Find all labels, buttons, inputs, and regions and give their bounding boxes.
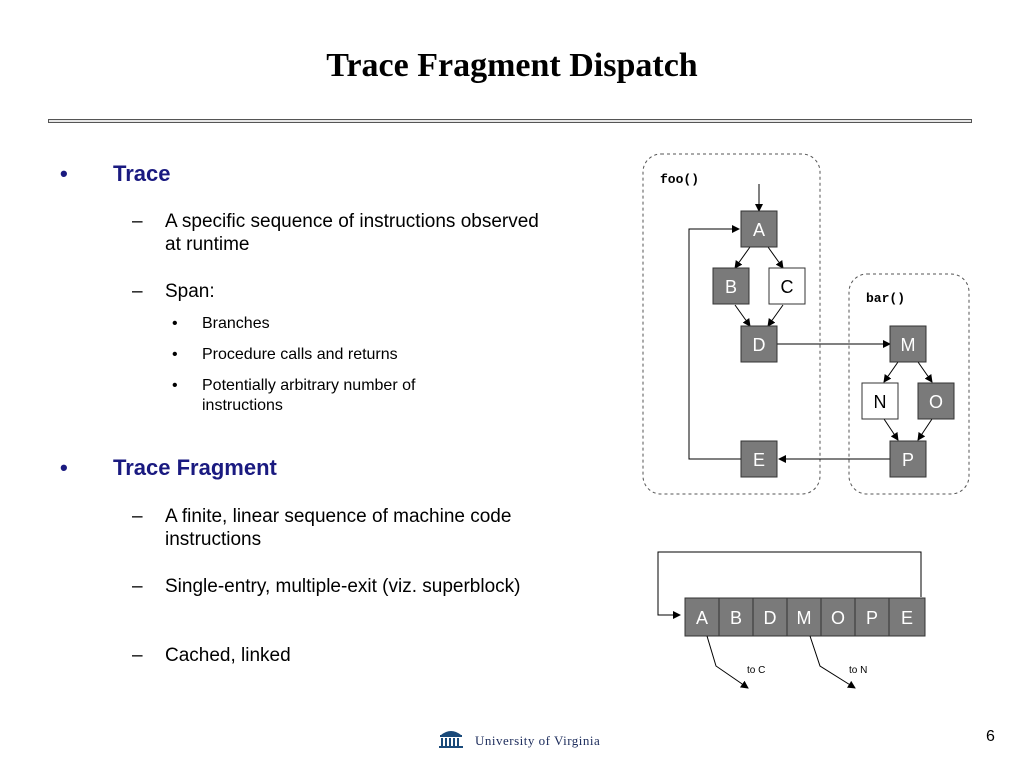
fragment-cached-text: Cached, linked (165, 645, 291, 666)
flow-nodes: A B C D E M N O (712, 210, 955, 478)
dash-glyph: – (132, 645, 143, 666)
node-n: N (861, 382, 899, 420)
slide-title: Trace Fragment Dispatch (326, 47, 698, 84)
edge-m-o (917, 361, 933, 383)
university-name: University of Virginia (475, 733, 601, 748)
node-d-label: D (753, 335, 766, 355)
edge-n-p (883, 418, 899, 441)
flow-edges (688, 184, 933, 463)
trace-fragment-strip: A B D M O P E to C to N (657, 551, 926, 689)
node-a-label: A (753, 220, 765, 240)
foo-region (642, 153, 821, 495)
node-c-label: C (781, 277, 794, 297)
node-b: B (712, 267, 750, 305)
exit-edge-to-n (809, 635, 856, 689)
fragment-block (854, 597, 890, 637)
node-p-label: P (902, 450, 914, 470)
node-m: M (889, 325, 927, 363)
edge-c-d (767, 304, 784, 327)
node-d: D (740, 325, 778, 363)
node-o: O (917, 382, 955, 420)
bullet-glyph: • (60, 161, 68, 186)
fragment-block (684, 597, 720, 637)
node-p: P (889, 440, 927, 478)
exit-edge-to-c (706, 635, 749, 689)
page-number: 6 (986, 728, 995, 745)
node-b-label: B (725, 277, 737, 297)
fragment-block-label: D (764, 608, 777, 628)
bullet-glyph: • (172, 377, 178, 394)
edge-a-b (734, 246, 751, 269)
node-o-label: O (929, 392, 943, 412)
edge-o-p (917, 418, 933, 441)
exit-label-to-n: to N (849, 665, 867, 676)
node-e: E (740, 440, 778, 478)
foo-label: foo() (660, 172, 699, 187)
fragment-block-label: P (866, 608, 878, 628)
span-item-text: Procedure calls and returns (202, 346, 398, 363)
node-a: A (740, 210, 778, 248)
node-n-label: N (874, 392, 887, 412)
node-c: C (768, 267, 806, 305)
fragment-block (786, 597, 822, 637)
fragment-definition-text: A finite, linear sequence of machine cod… (165, 506, 512, 550)
edge-e-a-loop (688, 225, 741, 460)
fragment-block (752, 597, 788, 637)
bullet-fragment-heading: Trace Fragment (113, 455, 277, 480)
span-item-text: Potentially arbitrary number of instruct… (202, 377, 416, 414)
fragment-block (820, 597, 856, 637)
exit-label-to-c: to C (747, 665, 765, 676)
fragment-entry-exit-text: Single-entry, multiple-exit (viz. superb… (165, 576, 521, 597)
fragment-block-label: E (901, 608, 913, 628)
fragment-block-label: A (696, 608, 708, 628)
trace-definition-text: A specific sequence of instructions obse… (165, 211, 539, 255)
trace-span-text: Span: (165, 281, 215, 302)
bar-label: bar() (866, 291, 905, 306)
edge-m-n (883, 361, 899, 383)
bullet-glyph: • (172, 346, 178, 363)
title-divider (48, 119, 972, 123)
bullet-glyph: • (60, 455, 68, 480)
node-e-label: E (753, 450, 765, 470)
fragment-block-label: B (730, 608, 742, 628)
dash-glyph: – (132, 506, 143, 527)
bar-region (848, 273, 970, 495)
span-item-text: Branches (202, 315, 270, 332)
fragment-block (888, 597, 926, 637)
bullet-glyph: • (172, 315, 178, 332)
rotunda-logo-icon (439, 731, 463, 748)
fragment-block-label: O (831, 608, 845, 628)
bullet-trace-heading: Trace (113, 161, 171, 186)
dash-glyph: – (132, 211, 143, 232)
fragment-block-label: M (797, 608, 812, 628)
edge-a-c (767, 246, 784, 269)
node-m-label: M (901, 335, 916, 355)
dash-glyph: – (132, 281, 143, 302)
dash-glyph: – (132, 576, 143, 597)
fragment-loop-edge (657, 551, 922, 619)
edge-b-d (734, 304, 751, 327)
